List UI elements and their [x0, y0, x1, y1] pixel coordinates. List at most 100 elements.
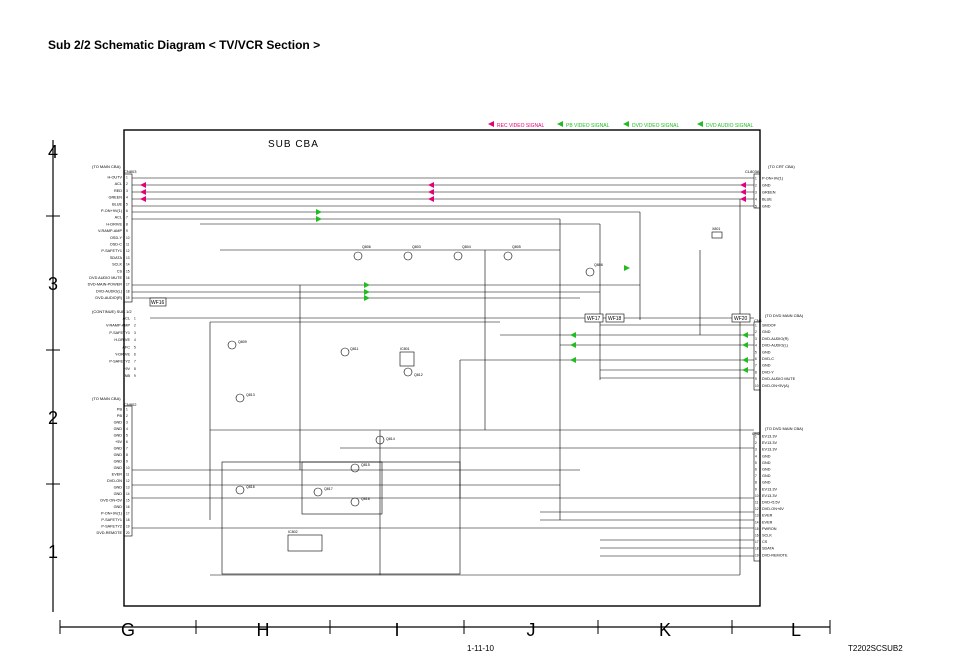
dvd2-pin-label: GND: [762, 461, 771, 465]
dvd2-pin-number: 13: [755, 514, 759, 518]
dvd2-pin-label: SDATA: [762, 547, 775, 551]
wf17-label: WF17: [587, 316, 601, 322]
cn802-pin-number: 1: [126, 408, 128, 412]
dvd2-pin-number: 2: [755, 441, 757, 445]
row-label-3: 3: [48, 274, 58, 294]
cn802-pin-number: 11: [126, 473, 130, 477]
cl803-pin-label: GND: [762, 205, 771, 209]
col-label-k: K: [659, 620, 671, 640]
label-q817: Q817: [324, 487, 333, 491]
cn803-pin-number: 8: [126, 222, 128, 226]
dvd1-pin-number: 5: [755, 350, 757, 354]
transistor-q816: [235, 485, 245, 495]
cn802-pin-label: GND: [114, 505, 123, 509]
wf16-label: WF16: [151, 300, 165, 306]
continue-pin-number: 3: [134, 331, 136, 335]
waveform-labels: WF16 WF17 WF18 WF20: [149, 297, 751, 323]
continue-pin-label: AFC: [122, 345, 130, 349]
cn803-pin-number: 5: [126, 202, 128, 206]
connector-cl803: (TO CRT CBA) CL803A P-ON+9V(1)1GND2GREEN…: [745, 164, 795, 209]
dvd2-pin-label: PWRON: [762, 527, 777, 531]
cn803-pin-label: CS: [117, 269, 123, 273]
continue-pin-label: V-RAMP-AMP: [106, 324, 131, 328]
col-label-i: I: [394, 620, 399, 640]
page-number: 1-11-10: [467, 644, 494, 653]
cn802-pin-number: 17: [126, 512, 130, 516]
cn802-pin-label: P-SAFETY1: [101, 518, 122, 522]
continue-pin-label: P-SAFETY2: [109, 360, 130, 364]
cn803-pin-number: 4: [126, 196, 128, 200]
cl803-pin-label: BLUE: [762, 198, 772, 202]
dvd1-title: (TO DVD MAIN CBA): [765, 313, 804, 318]
cn802-pin-label: GND: [114, 492, 123, 496]
cl803-pin-label: GND: [762, 184, 771, 188]
dvd2-pin-number: 11: [755, 501, 759, 505]
crystal-x801: [711, 231, 723, 239]
cn802-pin-label: EVER: [112, 473, 123, 477]
cn803-ref: CN803: [124, 169, 137, 174]
dvd2-pin-number: 14: [755, 520, 759, 524]
cn803-pin-label: GREEN: [108, 196, 122, 200]
dvd1-pin-label: DVD-Y: [762, 370, 774, 374]
cn802-pin-number: 14: [126, 492, 130, 496]
dvd2-pin-label: EVER: [762, 514, 773, 518]
dvd1-pin-label: DVD-AUDIO(L): [762, 344, 789, 348]
dvd2-pin-number: 12: [755, 507, 759, 511]
cl803-pin-number: 5: [755, 205, 757, 209]
dvd1-pin-label: DVD-AUDIO MUTE: [762, 377, 796, 381]
continue-pin-label: ACL: [123, 317, 130, 321]
dvd2-pin-label: EV13.3V: [762, 494, 777, 498]
transistor-q804: [453, 251, 463, 261]
cl803-pin-number: 3: [755, 191, 757, 195]
col-label-g: G: [121, 620, 135, 640]
transistor-q812: [403, 367, 413, 377]
label-q818: Q818: [361, 497, 370, 501]
cn803-pin-label: RED: [114, 189, 122, 193]
cn803-pin-label: DVD-AUDIO(L): [96, 289, 123, 293]
dvd1-pin-number: 7: [755, 364, 757, 368]
transistor-q813: [235, 393, 245, 403]
cn802-pin-number: 15: [126, 499, 130, 503]
cn803-pin-number: 11: [126, 243, 130, 247]
cn803-pin-label: OSD-C: [110, 243, 122, 247]
dvd1-pin-number: 9: [755, 377, 757, 381]
dvd2-pin-label: GND: [762, 468, 771, 472]
cn802-pin-number: 5: [126, 434, 128, 438]
label-q808: Q808: [594, 263, 603, 267]
dvd2-pin-number: 5: [755, 461, 757, 465]
cn802-pin-number: 6: [126, 440, 128, 444]
cn802-pin-number: 7: [126, 447, 128, 451]
continue-pin-label: NB: [125, 374, 131, 378]
cn803-pin-label: V-RAMP-AMP: [98, 229, 123, 233]
cl803-pin-number: 2: [755, 184, 757, 188]
label-q814: Q814: [386, 437, 395, 441]
dvd2-pin-label: GND: [762, 454, 771, 458]
wf20-label: WF20: [734, 316, 748, 322]
dvd2-pin-number: 7: [755, 474, 757, 478]
legend-pb-video: PB VIDEO SIGNAL: [566, 123, 610, 129]
legend-dvd-audio: DVD AUDIO SIGNAL: [706, 123, 753, 129]
cn802-pin-label: GND: [114, 453, 123, 457]
cn803-pin-number: 3: [126, 189, 128, 193]
continue-pin-label: Y-DRIVE: [115, 353, 131, 357]
continue-pin-label: H-DRIVE: [114, 338, 130, 342]
dvd2-pin-label: DVD-ON+6V: [762, 507, 784, 511]
dvd1-pin-label: GND: [762, 350, 771, 354]
cl803-pin-number: 1: [755, 177, 757, 181]
cn803-pin-label: SCLK: [112, 263, 122, 267]
continue-pin-number: 6: [134, 353, 136, 357]
label-q812: Q812: [414, 373, 423, 377]
cl803-pin-number: 4: [755, 198, 757, 202]
cl803-pin-label: P-ON+9V(1): [762, 177, 784, 181]
cn802-pin-number: 3: [126, 421, 128, 425]
transistor-q805: [503, 251, 513, 261]
cn802-pin-label: +5V: [115, 440, 122, 444]
cn802-pin-label: GND: [114, 460, 123, 464]
cn802-pin-number: 8: [126, 453, 128, 457]
dvd2-pin-number: 18: [755, 547, 759, 551]
dvd2-pin-label: GND: [762, 474, 771, 478]
continue-pin-number: 8: [134, 367, 136, 371]
dvd2-pin-label: CS: [762, 540, 768, 544]
cn802-pin-number: 18: [126, 518, 130, 522]
